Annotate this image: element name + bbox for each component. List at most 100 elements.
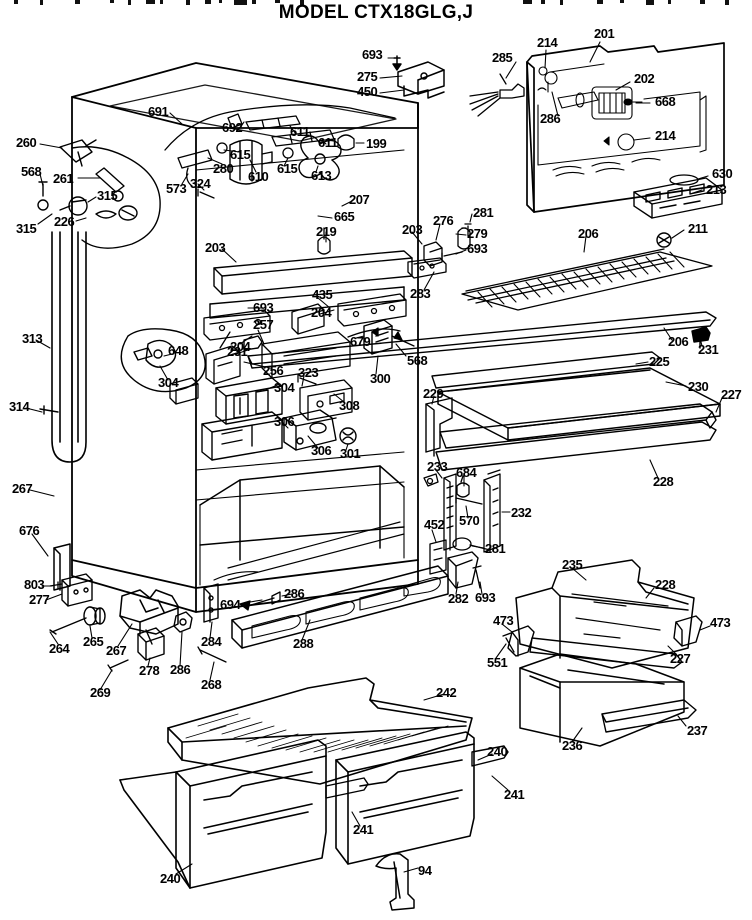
callout-231-b: 231 <box>227 344 248 359</box>
roller-265 <box>83 606 106 626</box>
callout-615-b: 615 <box>277 161 298 176</box>
liner-switch-300 <box>363 319 393 355</box>
crisper-cover-texture <box>185 713 449 753</box>
shelf-rail-227 <box>439 403 717 449</box>
callout-691: 691 <box>148 104 169 119</box>
drawer-stop-94 <box>375 853 415 911</box>
callout-214-b: 214 <box>655 128 676 143</box>
callout-473-b: 473 <box>710 615 731 630</box>
grommet-233-small <box>423 473 439 487</box>
callout-203-b: 203 <box>402 222 423 237</box>
callout-679: 679 <box>350 334 371 349</box>
liner-plate-204-b <box>203 309 271 341</box>
callout-199: 199 <box>366 136 387 151</box>
bracket-692 <box>227 113 243 129</box>
callout-692: 692 <box>222 120 243 135</box>
callout-230: 230 <box>688 379 709 394</box>
screw-551 <box>502 632 515 653</box>
toe-grille-louvers <box>251 577 441 639</box>
callout-323: 323 <box>298 365 319 380</box>
callout-228-a: 228 <box>653 474 674 489</box>
callout-276: 276 <box>433 213 454 228</box>
grommet-615-a <box>216 142 228 154</box>
callout-610: 610 <box>248 169 269 184</box>
screw-693-lower <box>472 565 482 589</box>
leveler-foot-267 <box>119 589 179 635</box>
liner-switch-256 <box>205 331 241 385</box>
callout-306-a: 306 <box>274 414 295 429</box>
shelf-rail-225 <box>431 351 661 389</box>
callout-242: 242 <box>436 685 457 700</box>
wire-shelf-206 <box>461 248 713 311</box>
harness-285 <box>469 73 525 117</box>
bracket-282 <box>447 551 479 589</box>
screw-324 <box>197 188 215 199</box>
callout-240-b: 240 <box>160 871 181 886</box>
hardware-314 <box>39 405 59 415</box>
callout-570: 570 <box>459 513 480 528</box>
cap-301 <box>339 427 357 445</box>
callout-285: 285 <box>492 50 513 65</box>
callout-615-a: 615 <box>230 147 251 162</box>
callout-324: 324 <box>190 176 211 191</box>
callout-261: 261 <box>53 171 74 186</box>
toe-grille-288 <box>231 565 449 649</box>
callout-256: 256 <box>263 363 284 378</box>
callout-241-a: 241 <box>504 787 525 802</box>
screw-281-rail <box>464 223 472 237</box>
callout-237: 237 <box>687 723 708 738</box>
heater-611-a <box>245 115 301 131</box>
evaporator-fan-613 <box>298 135 342 181</box>
callout-300: 300 <box>370 371 391 386</box>
liner-part-435 <box>291 303 325 335</box>
crisper-rail-241-right <box>471 745 509 767</box>
shelf-track-233 <box>443 473 457 551</box>
liner-pan-306 <box>201 411 283 461</box>
callout-282: 282 <box>448 591 469 606</box>
rail-clip-219 <box>317 227 331 255</box>
leader-lines <box>25 41 723 875</box>
callout-551: 551 <box>487 655 508 670</box>
grommet-615-b <box>282 147 294 159</box>
callout-206-b: 206 <box>668 334 689 349</box>
callout-630: 630 <box>712 166 733 181</box>
bracket-284-left <box>203 583 219 623</box>
rail-end-283 <box>407 257 447 279</box>
nut-286 <box>173 611 193 633</box>
callout-201: 201 <box>594 26 615 41</box>
callout-668: 668 <box>655 94 676 109</box>
callout-235: 235 <box>562 557 583 572</box>
callout-283: 283 <box>410 286 431 301</box>
callout-202: 202 <box>634 71 655 86</box>
meat-pan-rail-237 <box>601 699 697 733</box>
callout-236: 236 <box>562 738 583 753</box>
leveler-bracket-277 <box>61 573 93 607</box>
rear-panel-detail <box>537 63 707 177</box>
screw-570 <box>455 494 483 505</box>
callout-267-b: 267 <box>106 643 127 658</box>
callout-211: 211 <box>688 221 708 236</box>
bracket-278 <box>137 627 165 661</box>
callout-693: 693 <box>362 47 383 62</box>
liner-plate-308 <box>299 379 353 421</box>
screw-693-top <box>392 55 402 71</box>
shelf-rail-203-lower <box>209 286 405 319</box>
callout-207: 207 <box>349 192 370 207</box>
callout-304-b: 304 <box>274 380 295 395</box>
callout-280: 280 <box>213 161 234 176</box>
callout-227-a: 227 <box>721 387 742 402</box>
callout-693-b: 693 <box>467 241 488 256</box>
grille-213 <box>633 177 723 219</box>
callout-286-a: 286 <box>540 111 561 126</box>
page-title: MODEL CTX18GLG,J <box>278 2 474 23</box>
cabinet-top-panel <box>109 84 397 151</box>
liner-switch-304-small <box>169 377 199 405</box>
callout-573: 573 <box>166 181 187 196</box>
callout-281-a: 281 <box>473 205 494 220</box>
callout-279: 279 <box>467 226 488 241</box>
callout-313-b: 313 <box>22 331 43 346</box>
screw-211 <box>656 232 672 248</box>
clip-473-left <box>507 625 535 657</box>
hinge-276-block <box>423 241 443 267</box>
